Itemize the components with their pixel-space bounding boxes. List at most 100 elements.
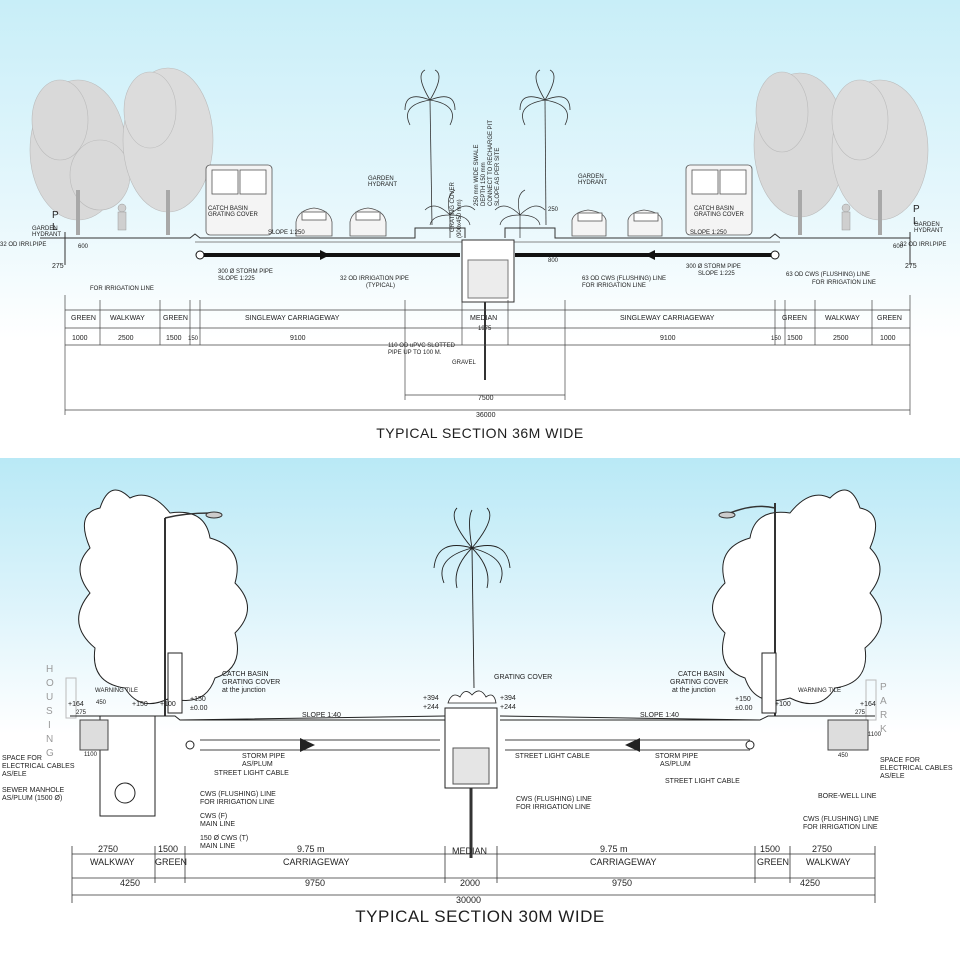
level-100-right: +100 <box>775 701 791 708</box>
housing-letter-o: O <box>46 678 54 689</box>
label-catch-basin-right: CATCH BASIN <box>694 206 734 212</box>
park-label: P A R K <box>880 682 887 735</box>
label-slope-right-30: SLOPE 1:40 <box>640 712 679 719</box>
label-irri-pipe-right: 32 OD IRRI.PIPE <box>900 242 946 248</box>
pedestrian-left <box>117 203 127 231</box>
val-1100-right: 1100 <box>868 732 882 738</box>
housing-letter-s: S <box>46 706 53 717</box>
palm-tree-right <box>519 69 571 226</box>
dim-value-9750-left: 9750 <box>305 878 325 888</box>
shrub-median-right <box>494 189 546 238</box>
label-grating-cover-right-30: GRATING COVER <box>670 679 728 686</box>
arrow-right-pipe <box>645 250 655 260</box>
label-catch-basin-right-30: CATCH BASIN <box>678 671 725 678</box>
dim-label-median: MEDIAN <box>452 846 487 856</box>
tree-trunk-left-1 <box>76 190 80 235</box>
label-storm-slope-left: SLOPE 1:225 <box>218 276 255 282</box>
tree-trunk-right-1 <box>798 190 802 235</box>
label-at-junction-right: at the junction <box>672 687 716 694</box>
dim-value-1500-right: 1500 <box>787 335 803 342</box>
label-storm-pipe-left-30: STORM PIPE <box>242 753 285 760</box>
label-garden-hydrant-mid-right: GARDEN <box>578 174 604 180</box>
dim-value-2750-right: 2750 <box>812 844 832 854</box>
dim-label-walkway-left: WALKWAY <box>90 857 135 867</box>
housing-letter-i: I <box>48 720 51 731</box>
label-cws-left-2: FOR IRRIGATION LINE <box>582 283 646 289</box>
label-grating-cover-left-30: GRATING COVER <box>222 679 280 686</box>
pedestrian-right <box>841 203 851 231</box>
label-gravel: GRAVEL <box>452 360 477 366</box>
level-244-right: +244 <box>500 704 516 711</box>
housing-letter-h: H <box>46 664 53 675</box>
label-irrigation-pipe-mid: 32 OD IRRIGATION PIPE <box>340 276 409 282</box>
val-1100-left: 1100 <box>84 752 98 758</box>
label-space-elec-left-3: AS/ELE <box>2 771 27 778</box>
label-cws-right-30-2: FOR IRRIGATION LINE <box>803 824 878 831</box>
label-at-junction-left: at the junction <box>222 687 266 694</box>
dim-label-walkway-2: WALKWAY <box>825 315 860 322</box>
val-275-left: 275 <box>76 710 87 716</box>
label-cws-mid-2: FOR IRRIGATION LINE <box>516 804 591 811</box>
label-800: 800 <box>548 258 559 264</box>
label-garden-hydrant-mid-right-2: HYDRANT <box>578 180 607 186</box>
label-storm-slope-right: SLOPE 1:225 <box>698 271 735 277</box>
label-slotted-pipe-2: PIPE UP TO 100 M. <box>388 350 442 356</box>
housing-letter-g: G <box>46 748 54 759</box>
label-pl-left-2: L <box>52 222 58 233</box>
dim-label-singleway-2: SINGLEWAY CARRIAGEWAY <box>620 315 715 322</box>
label-space-elec-right-2: ELECTRICAL CABLES <box>880 765 953 772</box>
dim-label-carriageway-right: CARRIAGEWAY <box>590 857 657 867</box>
label-garden-hydrant-mid-left-2: HYDRANT <box>368 182 397 188</box>
dim-value-1000-left: 1000 <box>72 335 88 342</box>
pipe-end-right <box>745 740 755 750</box>
dim-value-1500-left: 1500 <box>166 335 182 342</box>
section-36m-title: TYPICAL SECTION 36M WIDE <box>376 425 584 441</box>
label-vertical-note-3: 250 mm WIDE SWALE <box>474 145 480 206</box>
label-main-line: MAIN LINE <box>200 821 235 828</box>
label-grating-cover-right: GRATING COVER <box>694 212 745 218</box>
label-space-elec-left: SPACE FOR <box>2 755 42 762</box>
park-wall <box>865 679 877 721</box>
label-600-right: 600 <box>893 244 904 250</box>
car-left-1 <box>295 207 333 237</box>
label-garden-hydrant-right: GARDEN <box>914 222 940 228</box>
dim-value-2000: 2000 <box>460 878 480 888</box>
label-garden-hydrant-mid-left: GARDEN <box>368 176 394 182</box>
label-catch-basin-left: CATCH BASIN <box>208 206 248 212</box>
park-letter-r: R <box>880 710 887 721</box>
arrow-left-30 <box>300 738 315 752</box>
dim-value-150-left: 150 <box>188 336 199 342</box>
label-600-left: 600 <box>78 244 89 250</box>
level-000-right: ±0.00 <box>735 705 753 712</box>
level-394-right: +394 <box>500 695 516 702</box>
tree-trunk-left-2 <box>166 190 170 235</box>
label-250: 250 <box>548 207 559 213</box>
dim-value-150-right: 150 <box>771 336 782 342</box>
label-for-irrigation-left: FOR IRRIGATION LINE <box>90 286 154 292</box>
park-letter-k: K <box>880 724 887 735</box>
label-cws-f: CWS (F) <box>200 813 227 820</box>
park-letter-p: P <box>880 682 887 693</box>
label-vertical-note-4: DEPTH 150 mm <box>481 162 487 206</box>
level-000-left: ±0.00 <box>190 705 208 712</box>
label-cws-flushing-left: CWS (FLUSHING) LINE <box>200 791 276 798</box>
dim-value-975-left: 9.75 m <box>297 844 325 854</box>
tree-left-2 <box>122 67 214 213</box>
label-garden-hydrant-left: GARDEN <box>32 226 58 232</box>
tree-trunk-left <box>167 652 183 714</box>
dim-value-975-right: 9.75 m <box>600 844 628 854</box>
pipe-end-left <box>185 740 195 750</box>
label-storm-pipe-left-30-2: AS/PLUM <box>242 761 273 768</box>
housing-letter-n: N <box>46 734 53 745</box>
label-275-left: 275 <box>52 263 64 270</box>
label-grating-cover-left: GRATING COVER <box>208 212 259 218</box>
dim-value-1500-right: 1500 <box>760 844 780 854</box>
dim-label-green-4: GREEN <box>877 315 902 322</box>
label-cws-t: 150 Ø CWS (T) <box>200 835 248 842</box>
section-30m-panel: H O U S I N G P A R K <box>0 458 960 960</box>
road-profile-30m <box>70 707 875 817</box>
dim-value-2500-right: 2500 <box>833 335 849 342</box>
dim-value-30000: 30000 <box>456 895 481 905</box>
dim-label-median: MEDIAN <box>470 315 497 322</box>
dim-value-7500: 7500 <box>478 395 494 402</box>
